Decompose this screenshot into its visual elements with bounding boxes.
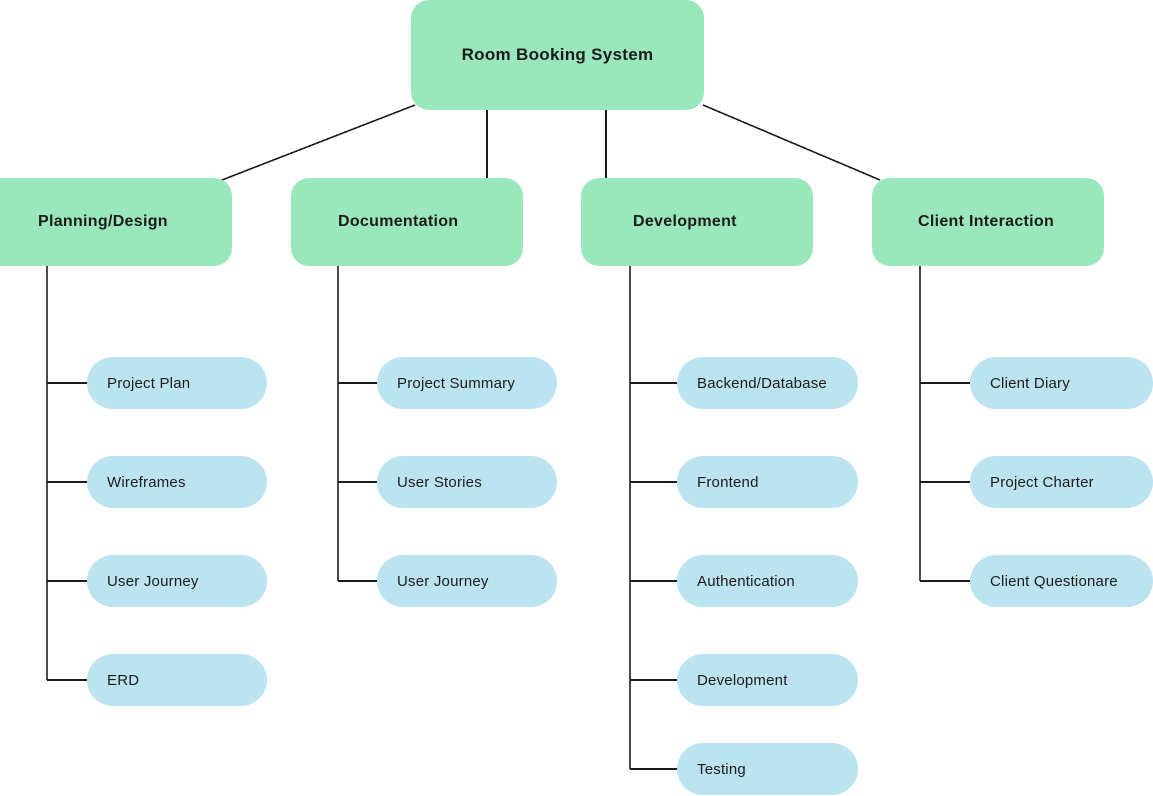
leaf-node-2-2-label: Authentication — [697, 572, 795, 590]
leaf-node-3-1[interactable]: Project Charter — [970, 456, 1153, 508]
branch-node-0[interactable]: Planning/Design — [0, 178, 232, 266]
leaf-node-3-0[interactable]: Client Diary — [970, 357, 1153, 409]
leaf-node-2-1-label: Frontend — [697, 473, 759, 491]
leaf-node-1-2[interactable]: User Journey — [377, 555, 557, 607]
leaf-node-2-4[interactable]: Testing — [677, 743, 858, 795]
leaf-node-2-0[interactable]: Backend/Database — [677, 357, 858, 409]
leaf-node-0-3[interactable]: ERD — [87, 654, 267, 706]
leaf-node-2-3[interactable]: Development — [677, 654, 858, 706]
leaf-node-2-2[interactable]: Authentication — [677, 555, 858, 607]
branch-node-3-label: Client Interaction — [918, 213, 1055, 230]
leaf-node-2-3-label: Development — [697, 671, 788, 689]
leaf-node-0-0-label: Project Plan — [107, 374, 191, 392]
leaf-node-3-2[interactable]: Client Questionare — [970, 555, 1153, 607]
leaf-node-1-0[interactable]: Project Summary — [377, 357, 557, 409]
leaf-node-0-2[interactable]: User Journey — [87, 555, 267, 607]
leaf-node-2-0-label: Backend/Database — [697, 374, 827, 392]
leaf-node-2-1[interactable]: Frontend — [677, 456, 858, 508]
leaf-node-0-1[interactable]: Wireframes — [87, 456, 267, 508]
leaf-node-0-1-label: Wireframes — [107, 473, 186, 491]
root-to-branch-connector-3 — [702, 104, 881, 181]
branch-node-3[interactable]: Client Interaction — [872, 178, 1104, 266]
leaf-node-2-4-label: Testing — [697, 760, 746, 778]
leaf-node-0-3-label: ERD — [107, 671, 140, 689]
root-to-branch-connector-0 — [221, 104, 416, 181]
branch-node-1[interactable]: Documentation — [291, 178, 523, 266]
leaf-node-3-0-label: Client Diary — [990, 374, 1070, 392]
leaf-node-3-1-label: Project Charter — [990, 473, 1094, 491]
branch-node-2[interactable]: Development — [581, 178, 813, 266]
leaf-node-1-2-label: User Journey — [397, 572, 489, 590]
branch-node-2-label: Development — [633, 213, 737, 230]
leaf-node-0-2-label: User Journey — [107, 572, 199, 590]
leaf-node-1-0-label: Project Summary — [397, 374, 516, 392]
leaf-node-0-0[interactable]: Project Plan — [87, 357, 267, 409]
branch-node-1-label: Documentation — [338, 213, 459, 230]
root-node[interactable]: Room Booking System — [411, 0, 704, 110]
leaf-node-1-1[interactable]: User Stories — [377, 456, 557, 508]
root-node-label: Room Booking System — [461, 45, 654, 64]
leaf-node-1-1-label: User Stories — [397, 473, 482, 491]
branch-node-0-label: Planning/Design — [38, 213, 168, 230]
leaf-node-3-2-label: Client Questionare — [990, 572, 1118, 590]
